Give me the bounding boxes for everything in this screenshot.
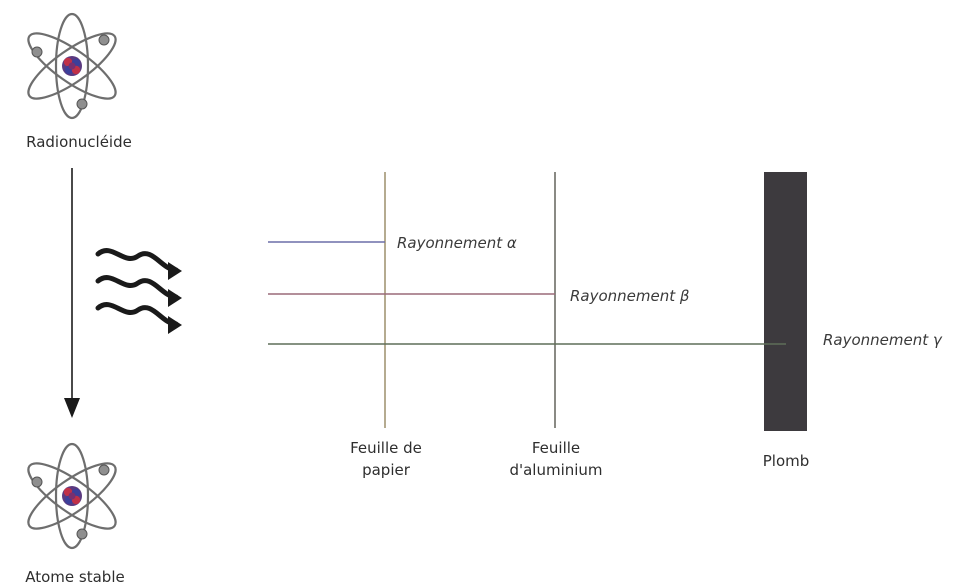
wavy-arrows-icon <box>95 248 182 334</box>
stable-atom-icon <box>19 442 125 550</box>
stable-atom-label: Atome stable <box>25 568 125 586</box>
aluminium-label: Feuille d'aluminium <box>494 437 618 481</box>
radionuclide-label: Radionucléide <box>26 133 132 151</box>
lead-block <box>764 172 807 431</box>
arrow-down-icon <box>64 168 80 418</box>
beta-radiation-label: Rayonnement β <box>570 287 690 305</box>
aluminium-label-line2: d'aluminium <box>509 461 603 479</box>
radionuclide-atom-icon <box>19 12 125 120</box>
aluminium-label-line1: Feuille <box>531 439 581 457</box>
paper-label-line2: papier <box>362 461 410 479</box>
lead-label: Plomb <box>762 452 810 470</box>
gamma-radiation-label: Rayonnement γ <box>823 331 942 349</box>
paper-label-line1: Feuille de <box>350 439 422 457</box>
alpha-radiation-label: Rayonnement α <box>397 234 517 252</box>
paper-label: Feuille de papier <box>326 437 446 481</box>
